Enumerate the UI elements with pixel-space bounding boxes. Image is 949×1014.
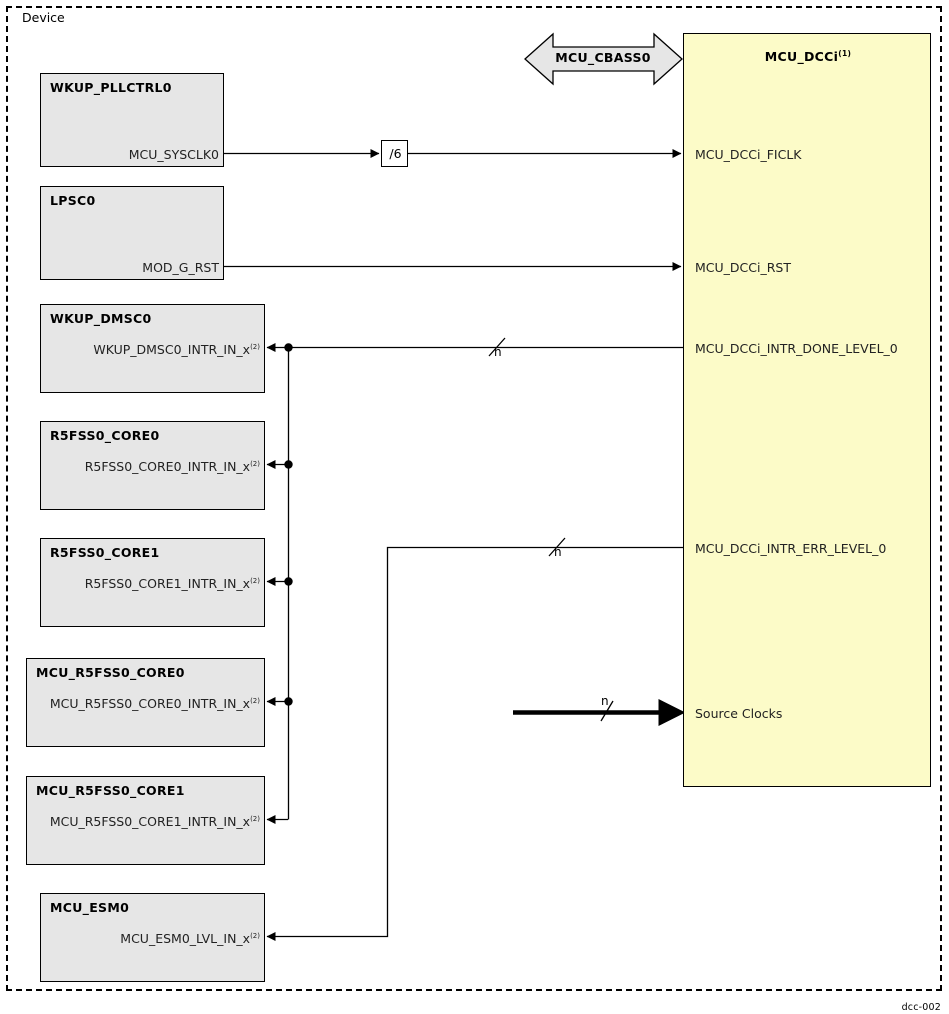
block-lpsc0: LPSC0 MOD_G_RST <box>40 186 224 280</box>
block-port-label: MCU_ESM0_LVL_IN_x(2) <box>120 931 260 946</box>
block-title: R5FSS0_CORE0 <box>50 428 160 443</box>
footnote-marker: (1) <box>838 49 852 58</box>
footnote-marker: (2) <box>250 342 260 351</box>
block-port-label: MCU_R5FSS0_CORE1_INTR_IN_x(2) <box>49 814 260 829</box>
block-mcu-dcci: MCU_DCCi(1) MCU_DCCi_FICLK MCU_DCCi_RST … <box>683 33 931 787</box>
block-port-label: MOD_G_RST <box>142 260 219 275</box>
footnote-marker: (2) <box>250 576 260 585</box>
block-title: WKUP_PLLCTRL0 <box>50 80 172 95</box>
device-boundary <box>6 6 942 991</box>
footnote-marker: (2) <box>250 814 260 823</box>
dcc-port-intr-done-level-0: MCU_DCCi_INTR_DONE_LEVEL_0 <box>695 341 898 356</box>
dcc-port-intr-err-level-0: MCU_DCCi_INTR_ERR_LEVEL_0 <box>695 541 887 556</box>
block-port-label: R5FSS0_CORE0_INTR_IN_x(2) <box>84 459 260 474</box>
device-label: Device <box>22 10 65 25</box>
bus-width-label-done: n <box>494 345 502 359</box>
footnote-marker: (2) <box>250 459 260 468</box>
figure-caption: dcc-002 <box>901 1002 941 1013</box>
bus-width-label-err: n <box>554 545 562 559</box>
footnote-marker: (2) <box>250 696 260 705</box>
block-wkup-pllctrl0: WKUP_PLLCTRL0 MCU_SYSCLK0 <box>40 73 224 167</box>
block-port-label: MCU_R5FSS0_CORE0_INTR_IN_x(2) <box>49 696 260 711</box>
block-title: MCU_ESM0 <box>50 900 130 915</box>
block-title: MCU_R5FSS0_CORE1 <box>36 783 185 798</box>
dcc-port-rst: MCU_DCCi_RST <box>695 260 791 275</box>
block-title: MCU_R5FSS0_CORE0 <box>36 665 185 680</box>
block-title: LPSC0 <box>50 193 96 208</box>
block-wkup-dmsc0: WKUP_DMSC0 WKUP_DMSC0_INTR_IN_x(2) <box>40 304 265 393</box>
block-mcu-esm0: MCU_ESM0 MCU_ESM0_LVL_IN_x(2) <box>40 893 265 982</box>
block-r5fss0-core0: R5FSS0_CORE0 R5FSS0_CORE0_INTR_IN_x(2) <box>40 421 265 510</box>
divider-label: /6 <box>389 146 402 161</box>
block-title: MCU_DCCi(1) <box>764 49 852 65</box>
bus-width-label-clocks: n <box>601 694 609 708</box>
block-port-label: MCU_SYSCLK0 <box>128 147 219 162</box>
dcc-port-ficlk: MCU_DCCi_FICLK <box>695 147 802 162</box>
dcc-port-source-clocks: Source Clocks <box>695 706 783 721</box>
block-port-label: R5FSS0_CORE1_INTR_IN_x(2) <box>84 576 260 591</box>
mcu-cbass0-label: MCU_CBASS0 <box>555 50 651 65</box>
block-mcu-r5fss0-core1: MCU_R5FSS0_CORE1 MCU_R5FSS0_CORE1_INTR_I… <box>26 776 265 865</box>
block-title: WKUP_DMSC0 <box>50 311 152 326</box>
block-mcu-r5fss0-core0: MCU_R5FSS0_CORE0 MCU_R5FSS0_CORE0_INTR_I… <box>26 658 265 747</box>
block-port-label: WKUP_DMSC0_INTR_IN_x(2) <box>93 342 260 357</box>
block-title: R5FSS0_CORE1 <box>50 545 160 560</box>
footnote-marker: (2) <box>250 931 260 940</box>
divider-box: /6 <box>381 140 408 167</box>
block-r5fss0-core1: R5FSS0_CORE1 R5FSS0_CORE1_INTR_IN_x(2) <box>40 538 265 627</box>
